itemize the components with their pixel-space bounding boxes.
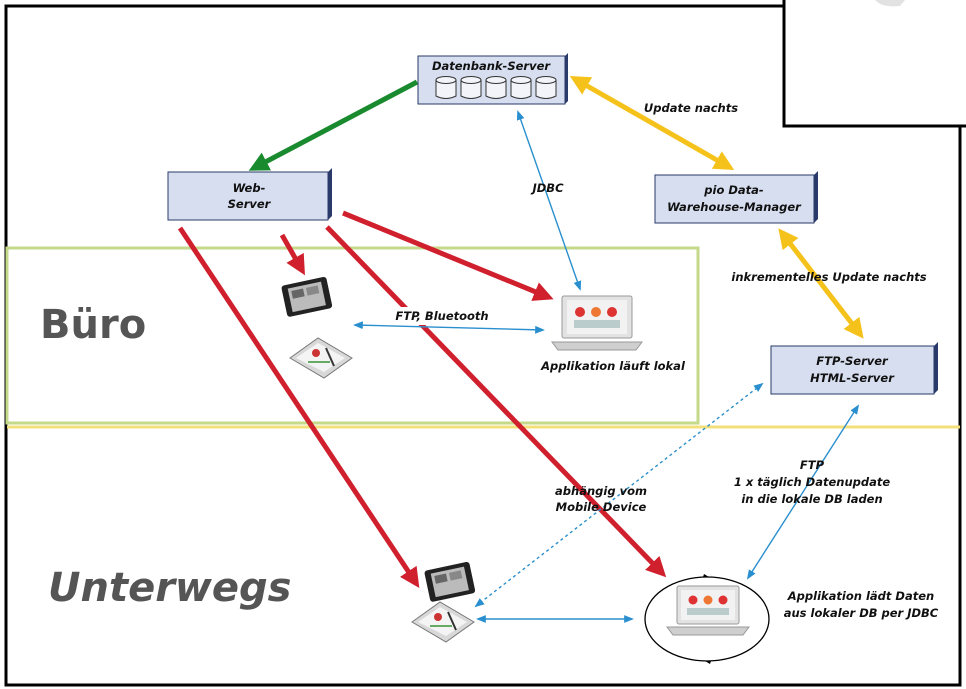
db-server-label: Datenbank-Server [432, 59, 551, 73]
inset-frame [782, 0, 966, 128]
ftp-server-label-line2: HTML-Server [810, 371, 895, 385]
mobile-device-icon-office [289, 337, 353, 379]
arrow-db-dwh-update [569, 76, 735, 170]
arrow-ftp-dailyupdate [746, 404, 860, 580]
zone-label-unterwegs: Unterwegs [48, 565, 291, 611]
zone-label-buero: Büro [40, 302, 146, 348]
ftp-server-box: FTP-Server HTML-Server [770, 342, 938, 395]
arrow-web-to-tablet-mobile [177, 226, 420, 588]
mobile-device-icon-mobile [411, 601, 475, 643]
tablet-icon-office [281, 276, 333, 317]
dwh-label-line2: Warehouse-Manager [667, 200, 802, 214]
label-app-laedt-line1: Applikation lädt Daten [787, 589, 934, 603]
laptop-icon-mobile [666, 585, 750, 636]
dwh-label-line1: pio Data- [703, 183, 764, 197]
label-ftp-bluetooth: FTP, Bluetooth [395, 309, 488, 323]
arrow-jdbc [516, 110, 582, 291]
arrow-ftp-bluetooth [353, 321, 545, 334]
ftp-server-label-line1: FTP-Server [816, 354, 889, 368]
label-jdbc: JDBC [530, 181, 564, 195]
label-app-laedt-line2: aus lokaler DB per JDBC [784, 606, 939, 620]
arrow-db-to-web [248, 79, 419, 171]
label-ftp-bluetooth-bg [381, 307, 506, 325]
web-server-label-line1: Web- [233, 181, 266, 195]
label-abhaengig-line1: abhängig vom [555, 484, 647, 498]
arrow-web-to-tablet-office [279, 233, 305, 276]
laptop-icon-office [551, 295, 643, 351]
label-ftp-line2: 1 x täglich Datenupdate [734, 475, 891, 489]
label-ftp-line1: FTP [800, 458, 825, 472]
label-ftp-line3: in die lokale DB laden [741, 492, 882, 506]
arrow-web-to-laptop-office [342, 210, 554, 301]
arrow-dwh-ftp-incremental [778, 228, 864, 339]
arrow-mobile-device-dotted [474, 382, 764, 608]
database-cylinders-icon [435, 76, 557, 99]
web-server-label-line2: Server [228, 197, 272, 211]
web-server-box: Web- Server [167, 168, 332, 221]
tablet-icon-mobile [424, 561, 476, 602]
zone-buero [5, 246, 700, 425]
inset-partial-shape [875, 0, 905, 7]
label-inkrementelles-update: inkrementelles Update nachts [731, 270, 926, 284]
label-abhaengig-line2: Mobile Device [556, 500, 647, 514]
dwh-manager-box: pio Data- Warehouse-Manager [654, 171, 818, 224]
db-server-box: Datenbank-Server [417, 53, 568, 105]
label-update-nachts: Update nachts [644, 101, 738, 115]
label-app-laeuft-lokal: Applikation läuft lokal [540, 359, 686, 373]
